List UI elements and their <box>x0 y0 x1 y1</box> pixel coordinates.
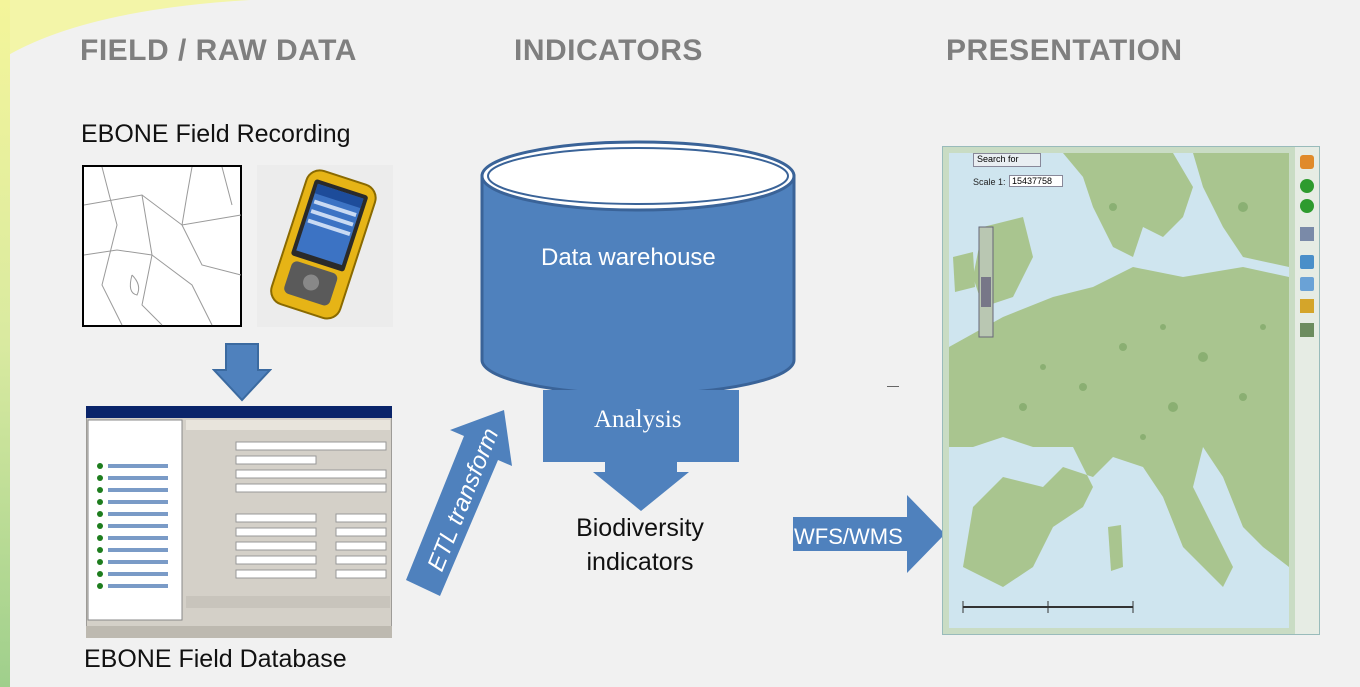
field-recording-label: EBONE Field Recording <box>81 120 351 148</box>
header-presentation: PRESENTATION <box>946 34 1183 67</box>
map-search-dropdown[interactable]: Search for <box>973 153 1041 167</box>
dash-mark <box>887 386 899 387</box>
home-icon[interactable] <box>1300 155 1314 169</box>
zoom-in-icon[interactable] <box>1300 179 1314 193</box>
map-scale-label: Scale 1: <box>973 177 1006 187</box>
header-indicators: INDICATORS <box>514 34 703 67</box>
analysis-block <box>543 390 739 511</box>
field-database-image <box>86 406 392 638</box>
biodiversity-indicators-label-line1: Biodiversity <box>576 514 704 542</box>
pan-icon[interactable] <box>1300 255 1314 269</box>
measure-icon[interactable] <box>1300 299 1314 313</box>
field-map-image <box>82 165 242 327</box>
header-field-raw-data: FIELD / RAW DATA <box>80 34 357 67</box>
zoom-out-icon[interactable] <box>1300 199 1314 213</box>
identify-icon[interactable] <box>1300 277 1314 291</box>
map-toolbar <box>1295 147 1319 634</box>
map-europe[interactable] <box>943 147 1319 634</box>
analysis-label: Analysis <box>594 406 682 433</box>
biodiversity-indicators-label-line2: indicators <box>586 548 694 576</box>
map-viewer[interactable]: Search for Scale 1: 15437758 <box>942 146 1320 635</box>
layers-icon[interactable] <box>1300 227 1314 241</box>
data-warehouse-label: Data warehouse <box>541 244 716 271</box>
wfs-wms-arrow <box>793 495 945 573</box>
field-database-label: EBONE Field Database <box>84 645 347 673</box>
wfs-wms-label: WFS/WMS <box>794 524 903 549</box>
pda-device-image <box>257 165 393 327</box>
map-scale-input[interactable]: 15437758 <box>1009 175 1063 187</box>
down-arrow <box>212 343 272 402</box>
print-icon[interactable] <box>1300 323 1314 337</box>
etl-transform-arrow <box>406 410 512 596</box>
